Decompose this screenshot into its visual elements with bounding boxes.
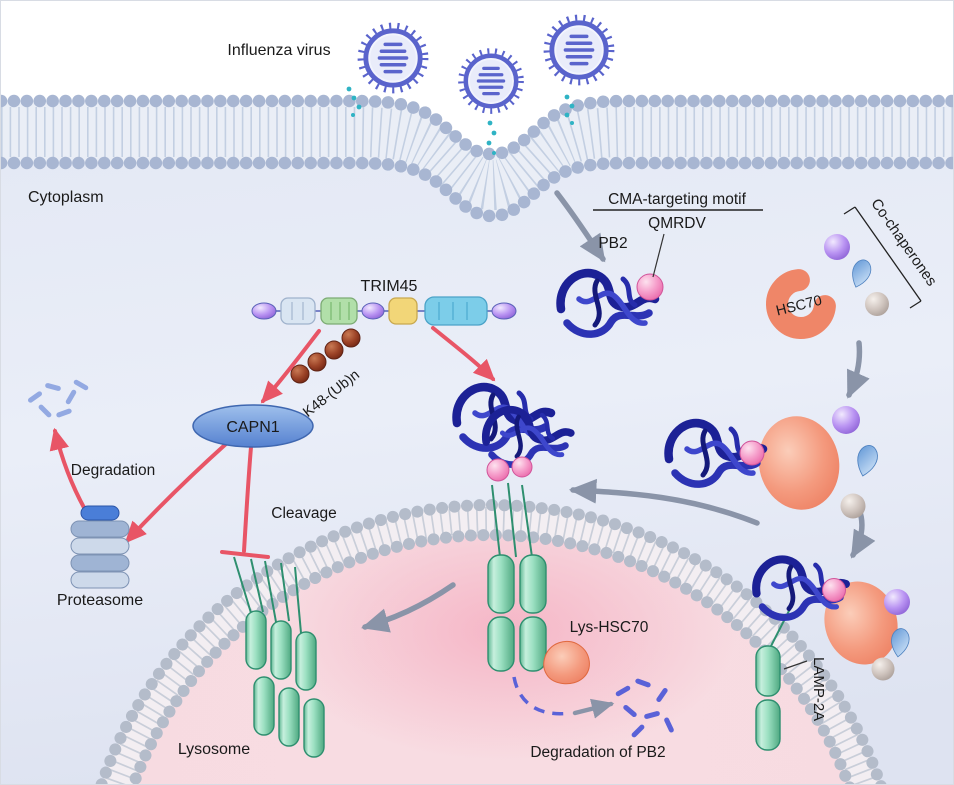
cma-motif-sphere: [822, 578, 846, 602]
membrane-band: [1, 101, 953, 216]
to-cleaved-lamp2a-arrow: [361, 582, 456, 633]
lamp2a-cylinder: [755, 645, 781, 697]
lamp2a-cylinder: [253, 676, 275, 736]
lysosome-membrane-outer-beads: [95, 499, 887, 784]
pb2-docking-complex: [756, 559, 912, 681]
virus-entry-arrow: [554, 190, 606, 263]
influenza-virions: [346, 18, 611, 155]
channel-cylinder: [519, 554, 547, 614]
membrane-inner-beads: [1, 156, 953, 223]
k48-ubiquitin-chain: [290, 328, 361, 384]
cleaved-lamp2a-group: [233, 556, 325, 758]
co-chaperone-purple-sphere: [832, 406, 860, 434]
hsc70-crescent: [766, 269, 836, 339]
qmrdv-pointer-line: [652, 233, 665, 278]
cytoplasm-label: Cytoplasm: [28, 189, 104, 206]
co-chaperone-gray-sphere: [840, 493, 866, 519]
cma-motif-sphere: [511, 456, 533, 478]
activation-arrows: [49, 326, 496, 559]
trim45-domain-oval: [251, 302, 277, 320]
co-chaperone-purple-sphere: [884, 589, 910, 615]
pb2-fragments: [615, 678, 674, 738]
hsc70-blob: [758, 416, 840, 510]
trim45-domain-oval: [491, 302, 517, 320]
co-chaperones-bracket: [843, 206, 922, 309]
qmrdv-label: QMRDV: [648, 215, 706, 232]
co-chaperone-purple-sphere: [824, 234, 850, 260]
translocation-arrow: [568, 478, 760, 526]
pb2-at-channel: [457, 387, 571, 482]
cma-targeting-motif-label: CMA-targeting motif: [608, 191, 747, 208]
lamp2a-cylinder: [303, 698, 325, 758]
co-chaperone-gray-sphere: [871, 657, 895, 681]
cma-motif-sphere: [486, 458, 510, 482]
lysosomal-degradation: [512, 641, 674, 738]
co-chaperone-gray-sphere: [865, 292, 889, 316]
trim45-domain-box: [424, 296, 488, 326]
lys-hsc70-blob: [543, 641, 590, 685]
pb2-unfolding-dashed-path: [512, 676, 572, 716]
cleavage-inhibition-bar: [220, 550, 270, 559]
lamp2a-pointer-line: [783, 660, 808, 670]
trim45-schematic: [251, 296, 517, 326]
translocation-channel: [487, 482, 547, 672]
lysosome-membrane-inner-beads: [127, 529, 855, 784]
cma-motif-sphere: [739, 440, 765, 466]
trim45-label: TRIM45: [361, 278, 418, 295]
proteasome-barrel: [70, 505, 130, 589]
lamp2a-label: LAMP-2A: [810, 657, 827, 721]
capn1-to-proteasome-arrow: [124, 441, 229, 544]
capn1-cleavage-line: [242, 445, 253, 553]
channel-cylinder: [519, 616, 547, 672]
degradation-label: Degradation: [71, 462, 155, 479]
pb2-protein-top: [561, 209, 763, 334]
channel-cylinder: [487, 554, 515, 614]
lysosome-label: Lysosome: [178, 741, 250, 758]
lamp2a-cylinder: [245, 610, 267, 670]
lamp2a-tails: [233, 556, 302, 634]
proteasome-label: Proteasome: [57, 592, 143, 609]
cma-motif-sphere: [636, 273, 664, 301]
hsc70-blob: [824, 581, 898, 665]
trim45-domain-box: [388, 297, 418, 325]
channel-tails: [491, 482, 533, 558]
lamp2a-cylinder: [270, 620, 292, 680]
pb2-hsc70-complex: [669, 406, 881, 519]
trim45-to-pb2-arrow: [431, 326, 496, 382]
degraded-fragments: [27, 379, 89, 418]
degradation-arrow: [49, 427, 89, 515]
lamp2a-cylinder: [755, 699, 781, 751]
trim45-domain-oval: [361, 302, 385, 320]
lamp2a-cylinder: [278, 687, 300, 747]
degradation-of-pb2-arrow: [572, 698, 615, 719]
lamp2a-cylinder: [295, 631, 317, 691]
degradation-of-pb2-label: Degradation of PB2: [530, 744, 665, 761]
trim45-domain-box: [280, 297, 316, 325]
hsc70-chaperone-group: [766, 206, 922, 339]
channel-cylinder: [487, 616, 515, 672]
virus-entry-dots: [346, 86, 575, 155]
pathway-arrows: [361, 190, 876, 633]
influenza-virus-label: Influenza virus: [227, 42, 330, 59]
capn1-enzyme: [192, 404, 314, 448]
hsc70-binding-arrow: [846, 340, 870, 399]
trim45-to-capn1-arrow: [260, 329, 321, 404]
capn1-label: CAPN1: [226, 419, 279, 436]
cleavage-label: Cleavage: [271, 505, 337, 522]
lys-hsc70-label: Lys-HSC70: [570, 619, 649, 636]
lamp2a-receptor: [755, 602, 808, 751]
pb2-label: PB2: [598, 235, 627, 252]
